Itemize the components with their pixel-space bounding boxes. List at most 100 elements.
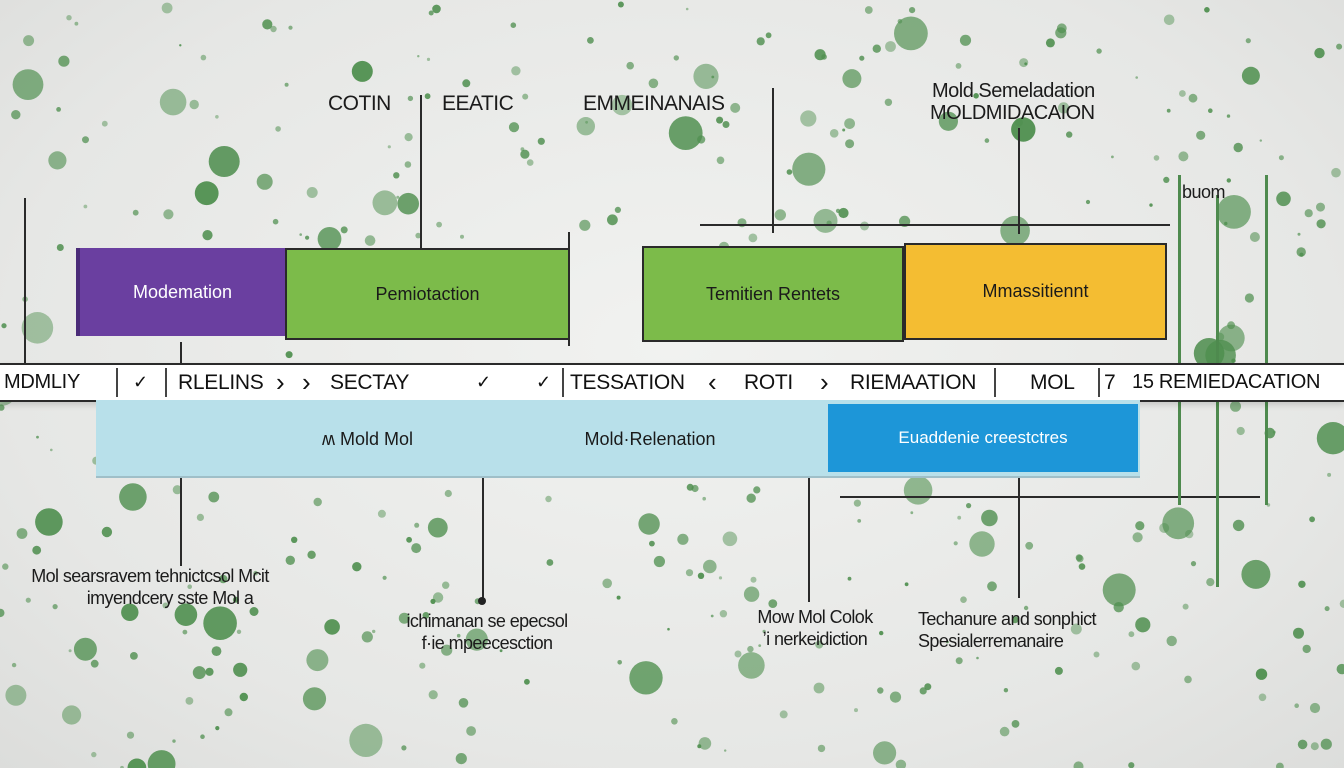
mold-spot (1056, 23, 1067, 34)
mold-spot (1316, 202, 1325, 212)
mold-spot (847, 576, 852, 581)
mold-spot (617, 660, 622, 665)
mold-spot (1297, 739, 1308, 750)
mold-spot (393, 172, 400, 179)
mold-spot (1000, 215, 1030, 246)
mold-spot (1293, 627, 1304, 639)
timeline-strip: MDMLIY ✓ RLELINS › › SECTAY ✓ ✓ TESSATIO… (0, 363, 1344, 402)
bottom-label-1-line1: Mol searsravem tehnictcsol Mcit (31, 566, 269, 586)
connector-line (1018, 478, 1020, 598)
mold-spot (872, 44, 881, 53)
mold-spot (747, 645, 754, 653)
strip-separator (994, 368, 996, 397)
mold-spot (382, 575, 387, 580)
mold-spot (163, 209, 174, 220)
mold-spot (101, 526, 113, 538)
mold-spot (302, 687, 327, 711)
mold-spot (1232, 519, 1245, 532)
mold-spot (1132, 532, 1143, 543)
mold-spot (1153, 155, 1160, 161)
mold-spot (52, 604, 58, 610)
mold-spot (456, 633, 461, 638)
bottom-label-3-line2: ʼi nerkeidiction (762, 629, 868, 649)
mold-spot (25, 597, 31, 603)
phase-block-temitien-rentets: Temitien Rentets (642, 246, 904, 342)
mold-spot (411, 543, 422, 554)
bottom-label-2: ichimanan se epecsol f·ie mpeecesction (372, 610, 602, 654)
mold-spot (119, 483, 147, 511)
mold-spot (981, 509, 998, 527)
mold-spot (546, 559, 554, 566)
bottom-label-4-line1: Techanure and sonphict (918, 609, 1097, 629)
mold-spot (748, 233, 758, 243)
mold-spot (614, 206, 622, 213)
mold-spot (1304, 209, 1313, 218)
mold-spot (1278, 155, 1284, 161)
lower-block-mold-mol: ʍ Mold Mol (321, 428, 414, 449)
mold-spot (1255, 668, 1268, 680)
mold-spot (21, 312, 54, 344)
mold-spot (1276, 191, 1291, 207)
mold-spot (224, 708, 233, 717)
mold-spot (127, 758, 147, 768)
check-icon: ✓ (133, 372, 148, 392)
mold-spot (1294, 703, 1299, 708)
bottom-label-1-line2: imyendcery sste Mol a (86, 588, 254, 608)
mold-spot (724, 749, 727, 752)
mold-spot (1196, 130, 1206, 140)
mold-spot (1045, 38, 1055, 48)
mold-spot (884, 98, 893, 107)
mold-spot (1102, 573, 1136, 607)
connector-line (808, 398, 810, 602)
mold-spot (262, 19, 273, 30)
mold-spot (673, 55, 679, 61)
mold-spot (205, 667, 214, 676)
mold-spot (211, 646, 222, 656)
mold-spot (253, 570, 258, 576)
connector-line (482, 398, 484, 602)
mold-spot (537, 137, 545, 145)
mold-spot (1019, 58, 1029, 68)
mold-spot (132, 209, 139, 216)
strip-label-rlelins: RLELINS (178, 371, 264, 394)
mold-spot (1163, 14, 1175, 26)
mold-spot (1314, 47, 1325, 59)
mold-spot (685, 7, 689, 11)
mold-spot (508, 122, 520, 133)
mold-spot (398, 612, 410, 624)
mold-spot (520, 149, 530, 159)
mold-spot (973, 93, 979, 99)
mold-spot (668, 116, 703, 150)
strip-label-roti: ROTI (744, 371, 793, 394)
mold-spot (436, 221, 442, 228)
mold-spot (677, 533, 689, 545)
mold-spot (800, 110, 817, 127)
mold-spot (1179, 90, 1186, 97)
mold-spot (857, 519, 862, 523)
mold-spot (428, 690, 438, 700)
mold-spot (404, 133, 413, 142)
mold-spot (83, 204, 88, 209)
mold-spot (215, 115, 219, 119)
mold-spot (56, 107, 61, 112)
mold-spot (203, 606, 237, 640)
mold-spot (1297, 232, 1301, 236)
mold-spot (419, 662, 426, 669)
mold-spot (82, 136, 89, 144)
mold-spot (520, 147, 525, 152)
mold-spot (845, 139, 855, 149)
mold-spot (200, 734, 205, 739)
mold-spot (291, 536, 298, 543)
mold-spot (1309, 702, 1321, 714)
bottom-label-2-line1: ichimanan se epecsol (406, 611, 568, 631)
mold-spot (1128, 762, 1135, 768)
mold-spot (719, 610, 728, 618)
mold-spot (194, 181, 219, 206)
mold-spot (499, 649, 503, 653)
mold-spot (545, 495, 552, 503)
mold-spot (786, 169, 793, 175)
strip-label-sectay: SECTAY (330, 371, 410, 394)
connector-line (420, 95, 422, 248)
mold-spot (182, 629, 188, 635)
